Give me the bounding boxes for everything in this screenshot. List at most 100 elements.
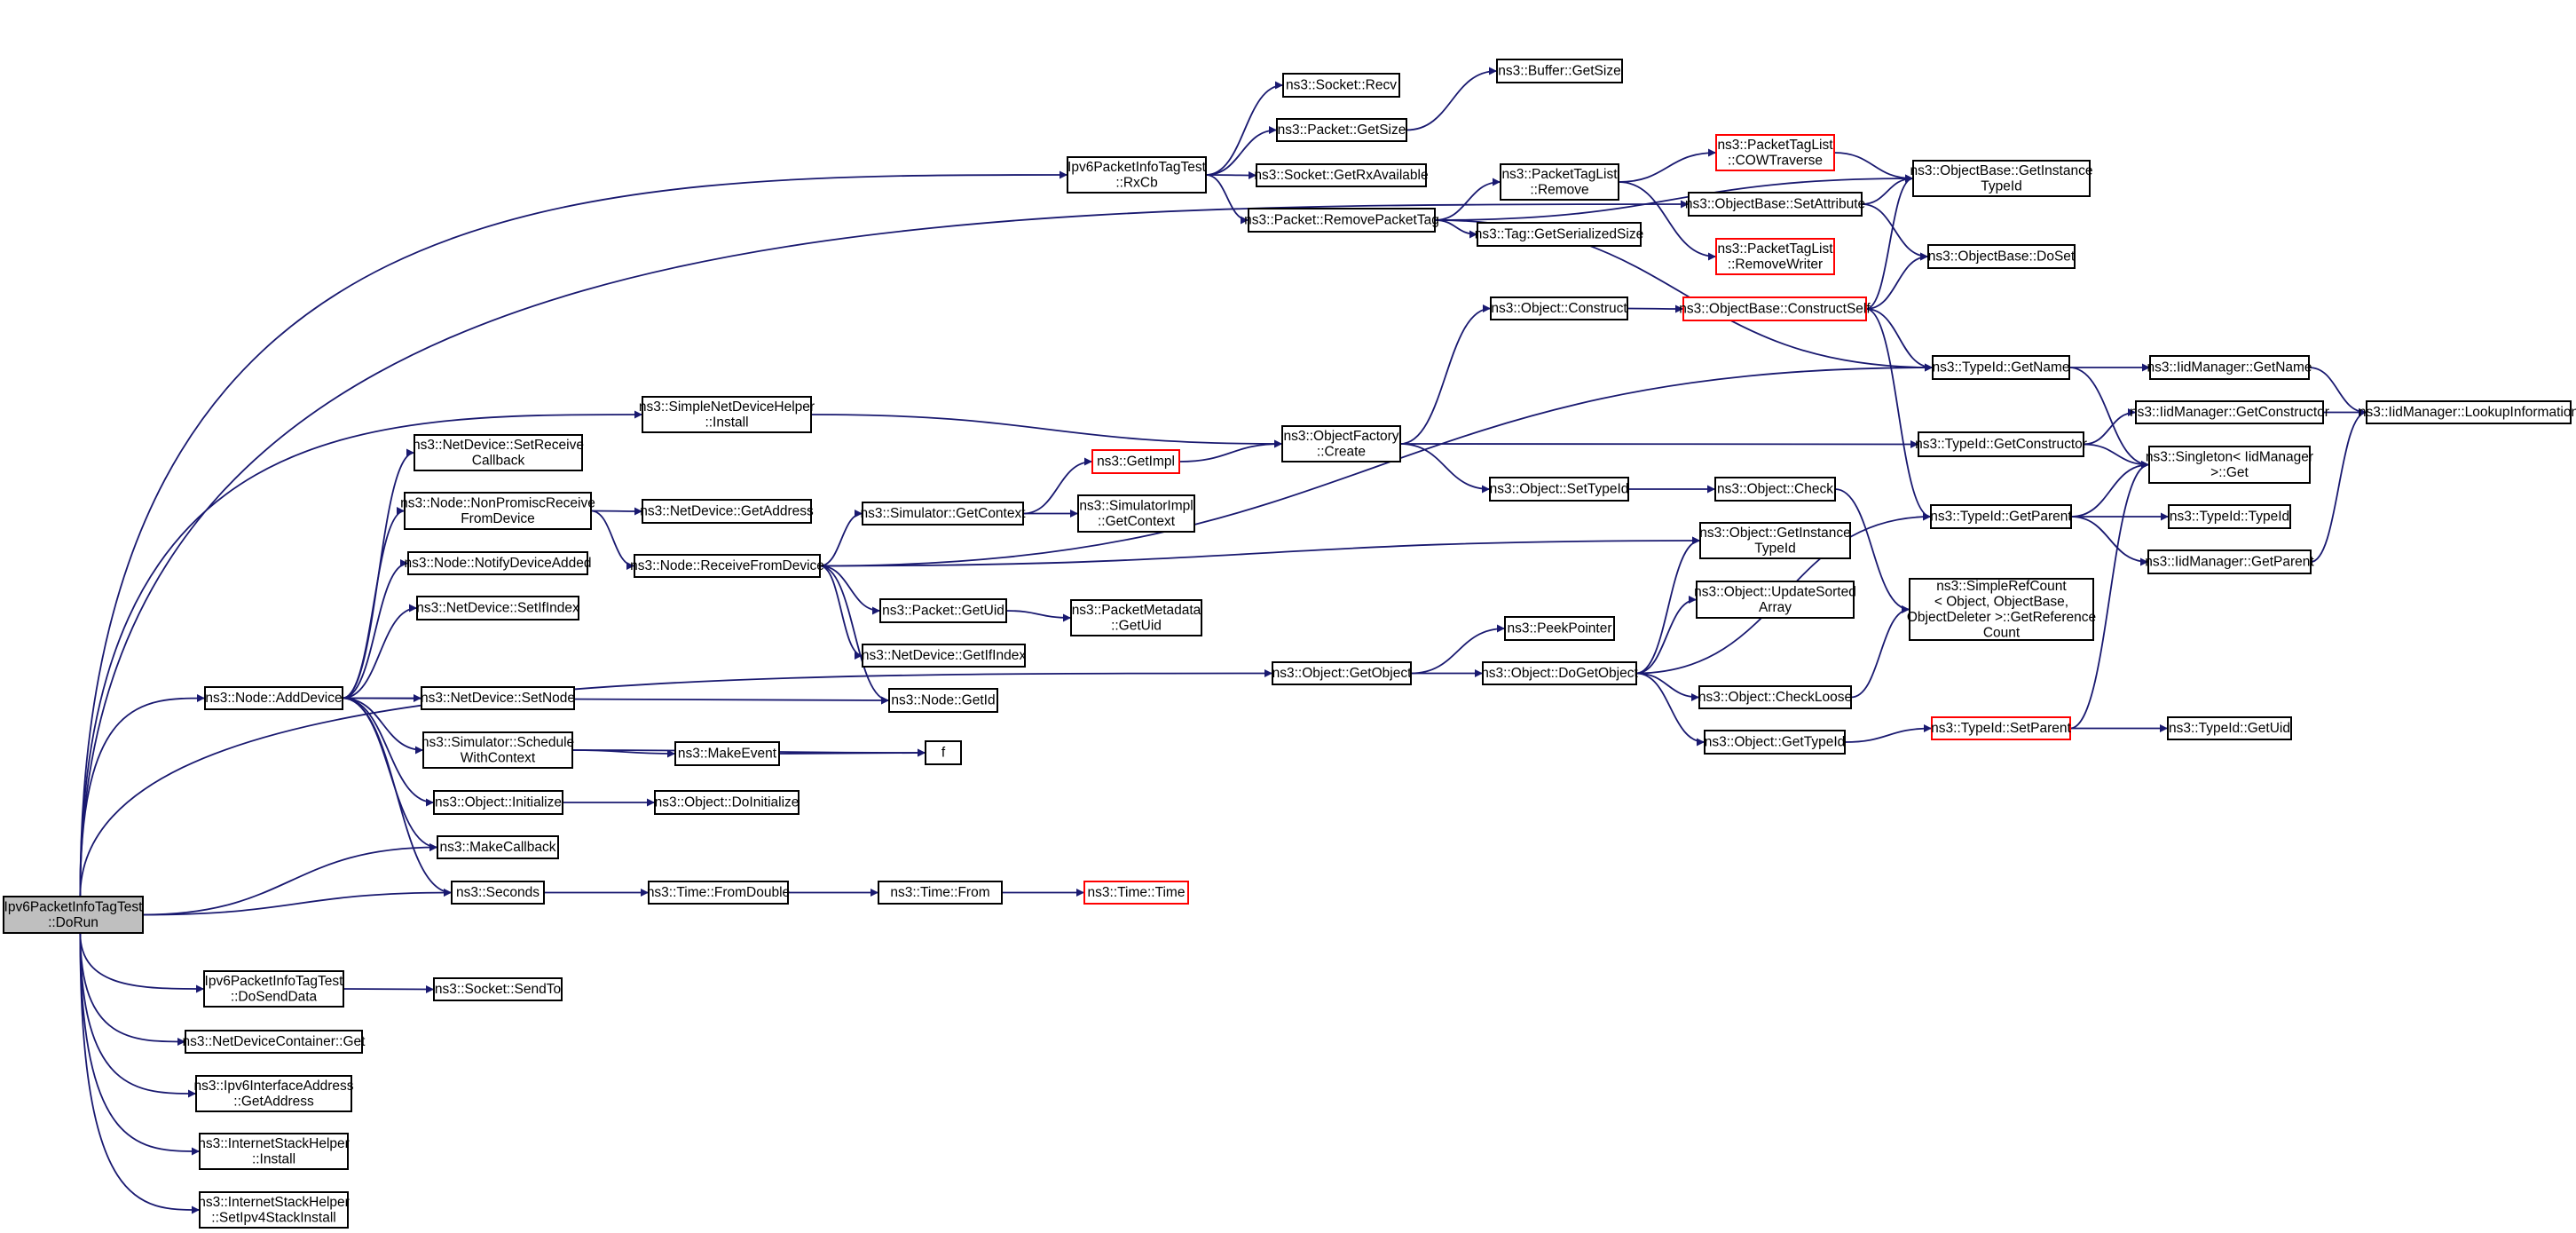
- graph-node-rmWriter[interactable]: ns3::PacketTagList::RemoveWriter: [1715, 238, 1835, 275]
- graph-node-setTypeId[interactable]: ns3::Object::SetTypeId: [1489, 477, 1629, 502]
- graph-node-simImplGetCtx[interactable]: ns3::SimulatorImpl::GetContext: [1077, 494, 1195, 533]
- graph-node-recvFromDev[interactable]: ns3::Node::ReceiveFromDevice: [630, 554, 824, 578]
- graph-node-ishSetIpv4[interactable]: ns3::InternetStackHelper::SetIpv4StackIn…: [198, 1191, 350, 1229]
- graph-node-setIfIndex[interactable]: ns3::NetDevice::SetIfIndex: [416, 596, 579, 620]
- graph-node-fromDouble[interactable]: ns3::Time::FromDouble: [647, 881, 790, 905]
- node-label: ns3::TypeId::TypeId: [2170, 510, 2289, 525]
- call-edge-getObject-to-peek: [1410, 624, 1506, 675]
- graph-node-simpleRef[interactable]: ns3::SimpleRefCount< Object, ObjectBase,…: [1907, 578, 2096, 641]
- node-box: [925, 740, 962, 765]
- graph-node-sndhInstall[interactable]: ns3::SimpleNetDeviceHelper::Install: [639, 396, 815, 433]
- graph-node-cow[interactable]: ns3::PacketTagList::COWTraverse: [1715, 134, 1835, 171]
- graph-node-getImpl[interactable]: ns3::GetImpl: [1091, 449, 1180, 474]
- node-label: ns3::TypeId::GetUid: [2169, 721, 2290, 736]
- graph-node-recv[interactable]: ns3::Socket::Recv: [1282, 73, 1400, 98]
- graph-node-tidGetParent[interactable]: ns3::TypeId::GetParent: [1930, 504, 2072, 529]
- call-edge-doRun-to-seconds: [142, 889, 453, 916]
- graph-node-bufGetSize[interactable]: ns3::Buffer::GetSize: [1496, 59, 1623, 83]
- graph-node-nodeGetId[interactable]: ns3::Node::GetId: [888, 688, 998, 713]
- graph-node-f[interactable]: f: [925, 740, 962, 765]
- graph-node-pmGetUid[interactable]: ns3::PacketMetadata::GetUid: [1070, 599, 1202, 636]
- graph-node-pktGetUid[interactable]: ns3::Packet::GetUid: [879, 598, 1007, 623]
- node-label: ns3::Object::CheckLoose: [1698, 690, 1852, 705]
- graph-node-notifyAdded[interactable]: ns3::Node::NotifyDeviceAdded: [404, 551, 592, 575]
- graph-node-ipv6Addr[interactable]: ns3::Ipv6InterfaceAddress::GetAddress: [193, 1075, 354, 1112]
- graph-node-ptlRemove[interactable]: ns3::PacketTagList::Remove: [1500, 163, 1619, 201]
- graph-node-pktGetSize[interactable]: ns3::Packet::GetSize: [1276, 118, 1407, 142]
- graph-node-setNode[interactable]: ns3::NetDevice::SetNode: [421, 686, 575, 710]
- call-edge-doRun-to-sndhInstall: [79, 410, 643, 897]
- node-label: ns3::Packet::GetSize: [1278, 123, 1406, 138]
- graph-node-getObject[interactable]: ns3::Object::GetObject: [1272, 661, 1412, 685]
- graph-node-ishInstall[interactable]: ns3::InternetStackHelper::Install: [198, 1133, 350, 1170]
- graph-node-lookup[interactable]: ns3::IidManager::LookupInformation: [2359, 400, 2576, 424]
- graph-node-rmPktTag[interactable]: ns3::Packet::RemovePacketTag: [1244, 208, 1439, 233]
- graph-node-setParent[interactable]: ns3::TypeId::SetParent: [1931, 716, 2072, 740]
- graph-node-simGetCtx[interactable]: ns3::Simulator::GetContext: [860, 502, 1026, 526]
- graph-node-objCheck[interactable]: ns3::Object::Check: [1714, 477, 1836, 502]
- graph-node-ofCreate[interactable]: ns3::ObjectFactory::Create: [1281, 425, 1401, 462]
- call-edge-setParent-to-singleton: [2069, 461, 2150, 730]
- graph-node-from[interactable]: ns3::Time::From: [878, 881, 1003, 905]
- graph-node-constructSelf[interactable]: ns3::ObjectBase::ConstructSelf: [1679, 296, 1871, 321]
- node-label: ns3::NetDevice::GetAddress: [640, 504, 814, 519]
- graph-node-makeEvent[interactable]: ns3::MakeEvent: [674, 741, 780, 766]
- graph-node-doGetObject[interactable]: ns3::Object::DoGetObject: [1481, 661, 1638, 685]
- graph-node-iidGetCtor[interactable]: ns3::IidManager::GetConstructor: [2130, 400, 2329, 424]
- node-label: ns3::Tag::GetSerializedSize: [1475, 227, 1643, 242]
- graph-node-makeCb[interactable]: ns3::MakeCallback: [437, 835, 559, 859]
- graph-node-seconds[interactable]: ns3::Seconds: [451, 881, 545, 905]
- graph-node-setAttr[interactable]: ns3::ObjectBase::SetAttribute: [1685, 192, 1865, 217]
- graph-node-singleton[interactable]: ns3::Singleton< IidManager>::Get: [2146, 446, 2313, 484]
- graph-node-timeTime[interactable]: ns3::Time::Time: [1083, 881, 1189, 905]
- node-label: WithContext: [461, 750, 536, 765]
- graph-node-rxAvail[interactable]: ns3::Socket::GetRxAvailable: [1254, 163, 1429, 187]
- node-box: [2148, 446, 2311, 484]
- graph-node-doSendData[interactable]: Ipv6PacketInfoTagTest::DoSendData: [203, 970, 344, 1008]
- graph-node-doRun[interactable]: Ipv6PacketInfoTagTest::DoRun: [3, 896, 144, 934]
- graph-node-ndcGet[interactable]: ns3::NetDeviceContainer::Get: [183, 1030, 366, 1054]
- graph-node-doSet[interactable]: ns3::ObjectBase::DoSet: [1927, 244, 2076, 269]
- graph-node-tidGetName[interactable]: ns3::TypeId::GetName: [1932, 355, 2070, 380]
- graph-node-sendTo[interactable]: ns3::Socket::SendTo: [433, 977, 563, 1001]
- graph-node-getTypeId[interactable]: ns3::Object::GetTypeId: [1704, 730, 1846, 755]
- node-box: [1276, 118, 1407, 142]
- node-label: ns3::Socket::Recv: [1286, 78, 1397, 93]
- graph-node-iidGetName[interactable]: ns3::IidManager::GetName: [2147, 355, 2312, 380]
- node-box: [879, 598, 1007, 623]
- node-box: [878, 881, 1003, 905]
- graph-node-checkLoose[interactable]: ns3::Object::CheckLoose: [1698, 685, 1852, 709]
- graph-node-iidGetParent[interactable]: ns3::IidManager::GetParent: [2145, 549, 2314, 574]
- graph-node-ndGetAddr[interactable]: ns3::NetDevice::GetAddress: [640, 499, 814, 524]
- graph-node-construct[interactable]: ns3::Object::Construct: [1490, 296, 1628, 320]
- call-edge-constructSelf-to-tidGetParent: [1865, 308, 1932, 521]
- call-edge-getImpl-to-ofCreate: [1178, 439, 1283, 462]
- node-box: [1696, 581, 1855, 619]
- node-label: ns3::ObjectBase::GetInstance: [1910, 163, 2093, 178]
- graph-node-getUid[interactable]: ns3::TypeId::GetUid: [2167, 716, 2292, 740]
- graph-node-tagSer[interactable]: ns3::Tag::GetSerializedSize: [1475, 222, 1643, 247]
- call-edge-addDevice-to-schedule: [342, 697, 424, 755]
- call-edge-makeEvent-to-f: [778, 748, 926, 757]
- call-edge-simGetCtx-to-getImpl: [1022, 457, 1093, 515]
- node-label: ns3::PacketTagList: [1717, 138, 1833, 153]
- graph-node-rxCb[interactable]: Ipv6PacketInfoTagTest::RxCb: [1067, 156, 1207, 194]
- node-label: ns3::TypeId::GetName: [1932, 360, 2069, 375]
- graph-node-peek[interactable]: ns3::PeekPointer: [1504, 616, 1615, 641]
- graph-node-tidTypeId[interactable]: ns3::TypeId::TypeId: [2168, 504, 2291, 529]
- graph-node-doInit[interactable]: ns3::Object::DoInitialize: [654, 790, 800, 815]
- call-edge-getTypeId-to-setParent: [1844, 724, 1933, 743]
- node-label: ns3::Time::FromDouble: [647, 885, 790, 900]
- graph-node-getIfIndex[interactable]: ns3::NetDevice::GetIfIndex: [862, 644, 1026, 668]
- graph-node-addDevice[interactable]: ns3::Node::AddDevice: [204, 686, 343, 710]
- node-box: [1281, 425, 1401, 462]
- call-edge-sndhInstall-to-ofCreate: [810, 414, 1283, 448]
- graph-node-tidGetCtor[interactable]: ns3::TypeId::GetConstructor: [1915, 431, 2087, 457]
- graph-node-initialize[interactable]: ns3::Object::Initialize: [433, 790, 563, 815]
